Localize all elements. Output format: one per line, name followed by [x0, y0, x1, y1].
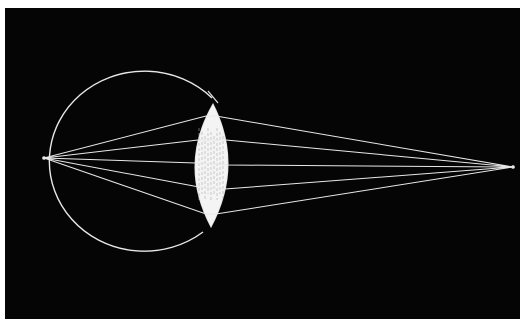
diagram-background [5, 8, 520, 319]
retina-point [42, 156, 46, 160]
focal-point [511, 165, 515, 169]
